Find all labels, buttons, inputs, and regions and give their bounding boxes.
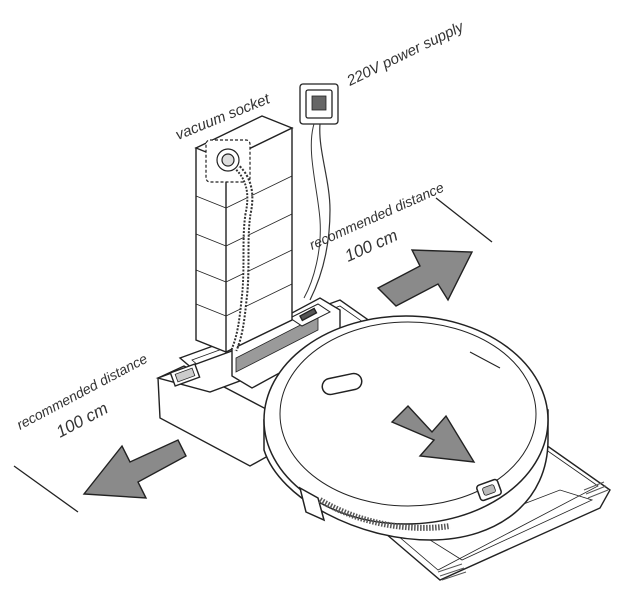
power-cable-2 bbox=[303, 123, 321, 299]
arrow-down-right bbox=[390, 404, 476, 463]
arrow-right-up bbox=[376, 249, 474, 307]
distance-line-top bbox=[435, 197, 493, 243]
mat-hatch-bottom bbox=[437, 563, 467, 581]
power-cable bbox=[309, 123, 331, 301]
mat-hatch-right bbox=[583, 481, 609, 499]
socket-fitting bbox=[205, 139, 251, 183]
power-outlet bbox=[299, 83, 339, 125]
vacuum-hose-core bbox=[232, 166, 252, 351]
arrow-left-down bbox=[82, 439, 187, 499]
distance-line-left bbox=[13, 465, 79, 513]
charging-dock bbox=[231, 297, 341, 389]
label-power-supply: 220V power supply bbox=[343, 18, 467, 90]
